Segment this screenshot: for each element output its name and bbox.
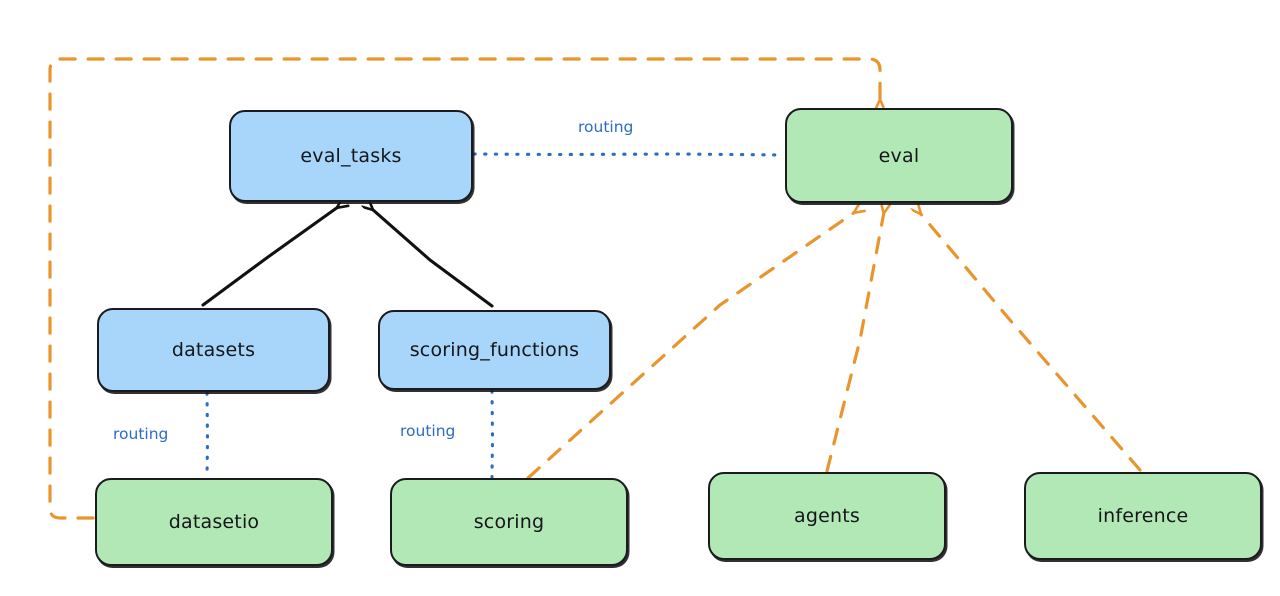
- edge-datasets-to-eval-tasks: [201, 207, 338, 307]
- edge-agents-to-eval: [825, 212, 884, 473]
- edge-label-routing-scoring-functions-scoring: routing: [400, 422, 456, 440]
- edge-label-routing-datasets-datasetio: routing: [113, 425, 169, 443]
- node-label: agents: [794, 505, 860, 527]
- edge-inference-to-eval: [920, 213, 1142, 472]
- node-label: eval: [878, 144, 920, 167]
- edge-scoring-to-eval: [526, 212, 855, 480]
- edge-scoring-functions-to-scoring: [490, 389, 495, 479]
- node-label: scoring: [473, 511, 545, 533]
- node-label: inference: [1097, 505, 1189, 527]
- node-scoring-functions[interactable]: scoring_functions: [378, 310, 611, 390]
- node-label: scoring_functions: [409, 339, 580, 361]
- node-eval-tasks[interactable]: eval_tasks: [229, 110, 473, 202]
- node-label: datasets: [171, 339, 256, 361]
- node-label: eval_tasks: [300, 145, 402, 167]
- node-scoring[interactable]: scoring: [390, 478, 628, 566]
- node-eval[interactable]: eval: [785, 108, 1013, 203]
- node-datasets[interactable]: datasets: [97, 308, 330, 392]
- edge-datasetio-to-eval: [48, 57, 880, 520]
- edge-eval-tasks-to-eval: [472, 152, 785, 157]
- node-inference[interactable]: inference: [1024, 472, 1262, 560]
- node-agents[interactable]: agents: [708, 472, 946, 560]
- edge-datasets-to-datasetio: [205, 391, 210, 479]
- edge-label-routing-eval-tasks-eval: routing: [578, 118, 634, 136]
- node-label: datasetio: [168, 511, 260, 533]
- edge-scoring-functions-to-eval-tasks: [372, 209, 494, 308]
- node-datasetio[interactable]: datasetio: [95, 478, 333, 566]
